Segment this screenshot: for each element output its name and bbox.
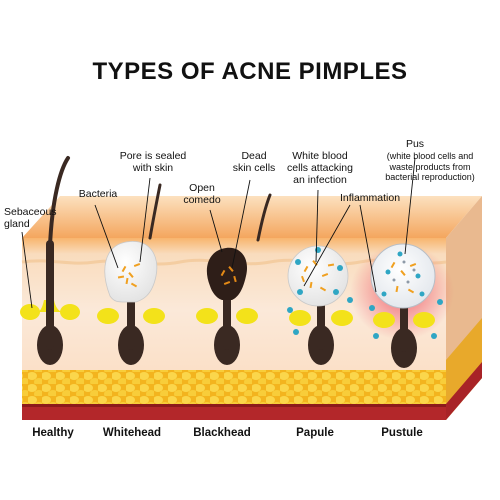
muscle-layer <box>22 404 446 420</box>
stage-pustule: Pustule <box>381 427 423 439</box>
label-pus: Pus <box>405 138 425 150</box>
label-white-blood-cells: White blood cells attacking an infection <box>287 150 353 186</box>
stage-papule: Papule <box>296 427 334 439</box>
label-pus-detail: (white blood cells and waste products fr… <box>385 151 475 182</box>
papule-follicle <box>287 245 353 365</box>
leader-lines <box>21 157 416 309</box>
stage-blackhead: Blackhead <box>193 427 251 439</box>
healthy-follicle <box>20 156 80 365</box>
whitehead-follicle <box>97 183 165 365</box>
blackhead-follicle <box>196 193 272 365</box>
stage-whitehead: Whitehead <box>102 427 162 439</box>
label-sebaceous-gland: Sebaceous gland <box>4 206 57 230</box>
label-pore-sealed: Pore is sealed with skin <box>119 150 187 174</box>
label-bacteria: Bacteria <box>78 188 118 200</box>
stage-healthy: Healthy <box>32 427 74 439</box>
pustule-follicle <box>350 243 454 368</box>
label-inflammation: Inflammation <box>339 192 401 204</box>
label-dead-skin-cells: Dead skin cells <box>232 150 276 174</box>
label-open-comedo: Open comedo <box>183 182 221 206</box>
epidermis-top-surface <box>22 196 482 238</box>
fat-layer <box>22 370 446 406</box>
diagram-title: TYPES OF ACNE PIMPLES <box>92 58 408 85</box>
